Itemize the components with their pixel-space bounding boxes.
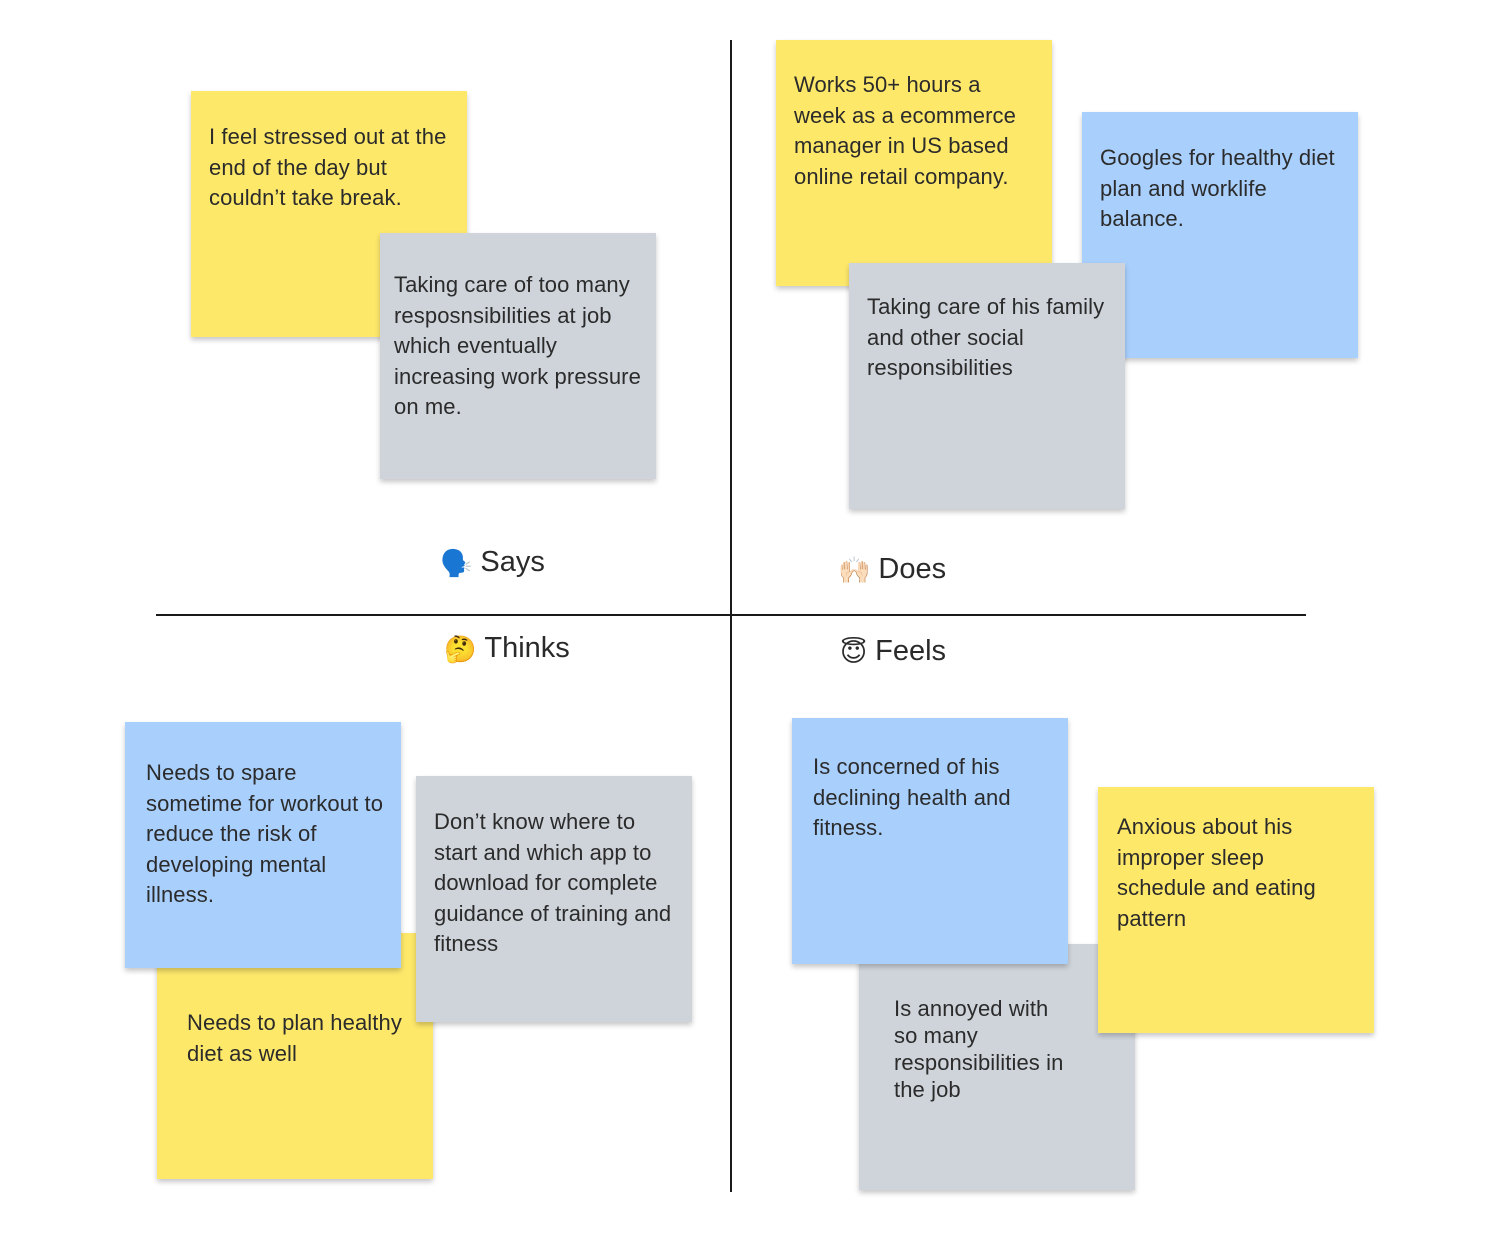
note-text: Googles for healthy diet plan and workli… bbox=[1100, 145, 1335, 231]
quadrant-title-feels: Feels bbox=[875, 635, 947, 667]
note-text: Needs to spare sometime for workout to r… bbox=[146, 760, 384, 907]
sticky-note-says-stressed[interactable]: I feel stressed out at the end of the da… bbox=[191, 91, 467, 337]
sticky-note-thinks-workout[interactable]: Needs to spare sometime for workout to r… bbox=[125, 722, 401, 968]
note-text: Needs to plan healthy diet as well bbox=[187, 1010, 402, 1066]
sticky-note-thinks-diet[interactable]: Needs to plan healthy diet as well bbox=[157, 933, 433, 1179]
note-text: Is annoyed with so many responsibilities… bbox=[894, 996, 1064, 1102]
quadrant-label-says: 🗣️ Says bbox=[440, 546, 545, 579]
note-text: Taking care of too many resposnsibilitie… bbox=[394, 272, 641, 419]
sticky-note-feels-annoyed[interactable]: Is annoyed with so many responsibilities… bbox=[859, 944, 1135, 1190]
sticky-note-does-work-hours[interactable]: Works 50+ hours a week as a ecommerce ma… bbox=[776, 40, 1052, 286]
speaking-head-icon: 🗣️ bbox=[440, 547, 473, 578]
note-text: Don’t know where to start and which app … bbox=[434, 809, 672, 956]
note-text: Works 50+ hours a week as a ecommerce ma… bbox=[794, 72, 1016, 189]
quadrant-title-says: Says bbox=[480, 546, 545, 578]
quadrant-label-feels: 😇 Feels bbox=[840, 635, 946, 668]
note-text: I feel stressed out at the end of the da… bbox=[209, 124, 447, 210]
raised-hands-icon: 🙌🏻 bbox=[838, 554, 871, 585]
horizontal-axis bbox=[156, 614, 1306, 616]
sticky-note-says-responsibilities[interactable]: Taking care of too many resposnsibilitie… bbox=[380, 233, 656, 479]
quadrant-title-does: Does bbox=[878, 553, 947, 585]
note-text: Is concerned of his declining health and… bbox=[813, 754, 1011, 840]
halo-face-icon: 😇 bbox=[840, 636, 868, 667]
quadrant-title-thinks: Thinks bbox=[484, 632, 570, 664]
note-text: Anxious about his improper sleep schedul… bbox=[1117, 814, 1316, 931]
quadrant-label-thinks: 🤔 Thinks bbox=[444, 632, 570, 665]
thinking-face-icon: 🤔 bbox=[444, 633, 477, 664]
sticky-note-thinks-app[interactable]: Don’t know where to start and which app … bbox=[416, 776, 692, 1022]
quadrant-label-does: 🙌🏻 Does bbox=[838, 553, 946, 586]
vertical-axis bbox=[730, 40, 732, 1192]
sticky-note-does-family[interactable]: Taking care of his family and other soci… bbox=[849, 263, 1125, 509]
note-text: Taking care of his family and other soci… bbox=[867, 294, 1105, 380]
sticky-note-feels-sleep[interactable]: Anxious about his improper sleep schedul… bbox=[1098, 787, 1374, 1033]
sticky-note-feels-health[interactable]: Is concerned of his declining health and… bbox=[792, 718, 1068, 964]
sticky-note-does-googles[interactable]: Googles for healthy diet plan and workli… bbox=[1082, 112, 1358, 358]
